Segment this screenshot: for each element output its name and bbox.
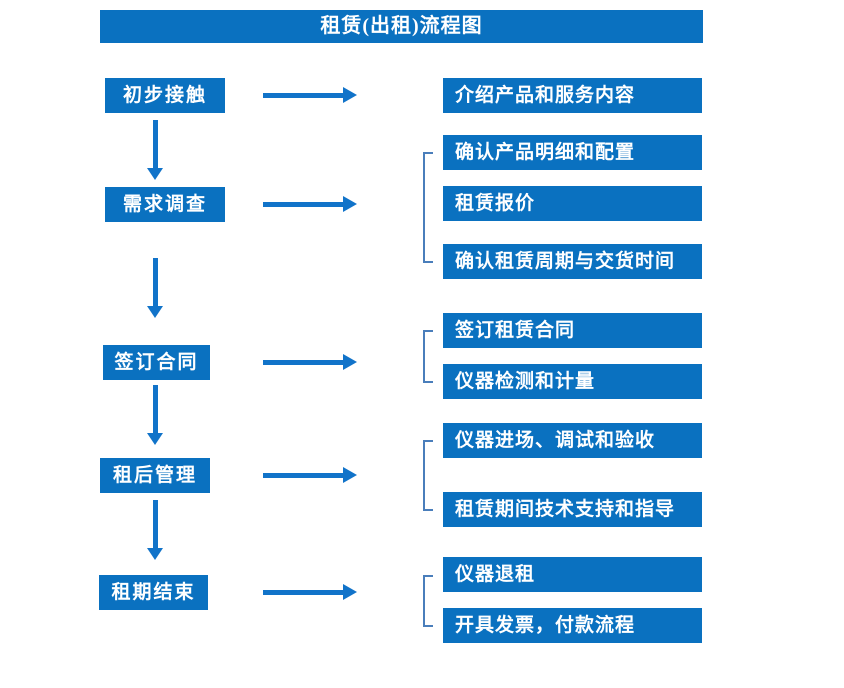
group-bracket-rental-end [423, 575, 433, 627]
right-arrow-3 [263, 354, 357, 370]
right-arrow-5 [263, 584, 357, 600]
right-arrow-shaft [263, 202, 343, 207]
down-arrow-3 [147, 385, 163, 445]
group-bracket-post-rental [423, 440, 433, 511]
output-box-instrument-testing: 仪器检测和计量 [443, 364, 702, 399]
right-arrow-head [343, 87, 357, 103]
output-box-invoice-payment: 开具发票，付款流程 [443, 608, 702, 643]
group-bracket-sign-contract [423, 330, 433, 383]
right-arrow-shaft [263, 93, 343, 98]
down-arrow-shaft [153, 258, 158, 306]
down-arrow-shaft [153, 500, 158, 548]
output-box-confirm-period-delivery: 确认租赁周期与交货时间 [443, 244, 702, 279]
down-arrow-shaft [153, 120, 158, 168]
right-arrow-head [343, 584, 357, 600]
down-arrow-1 [147, 120, 163, 180]
step-box-demand-survey: 需求调查 [105, 187, 225, 222]
right-arrow-head [343, 354, 357, 370]
output-box-sign-rental-contract: 签订租赁合同 [443, 313, 702, 348]
down-arrow-head [147, 548, 163, 560]
down-arrow-head [147, 306, 163, 318]
right-arrow-head [343, 196, 357, 212]
step-box-initial-contact: 初步接触 [105, 78, 225, 113]
right-arrow-shaft [263, 590, 343, 595]
output-box-introduce-products: 介绍产品和服务内容 [443, 78, 702, 113]
down-arrow-4 [147, 500, 163, 560]
diagram-title: 租赁(出租)流程图 [100, 10, 703, 43]
down-arrow-shaft [153, 385, 158, 433]
group-bracket-demand-survey [423, 152, 433, 263]
right-arrow-2 [263, 196, 357, 212]
output-box-confirm-details: 确认产品明细和配置 [443, 135, 702, 170]
output-box-technical-support: 租赁期间技术支持和指导 [443, 492, 702, 527]
down-arrow-head [147, 433, 163, 445]
step-box-post-rental-management: 租后管理 [100, 458, 210, 493]
right-arrow-shaft [263, 473, 343, 478]
right-arrow-4 [263, 467, 357, 483]
step-box-rental-end: 租期结束 [99, 575, 208, 610]
output-box-instrument-return: 仪器退租 [443, 557, 702, 592]
right-arrow-1 [263, 87, 357, 103]
right-arrow-shaft [263, 360, 343, 365]
down-arrow-2 [147, 258, 163, 318]
step-box-sign-contract: 签订合同 [103, 345, 210, 380]
down-arrow-head [147, 168, 163, 180]
output-box-rental-quote: 租赁报价 [443, 186, 702, 221]
output-box-instrument-setup: 仪器进场、调试和验收 [443, 423, 702, 458]
right-arrow-head [343, 467, 357, 483]
